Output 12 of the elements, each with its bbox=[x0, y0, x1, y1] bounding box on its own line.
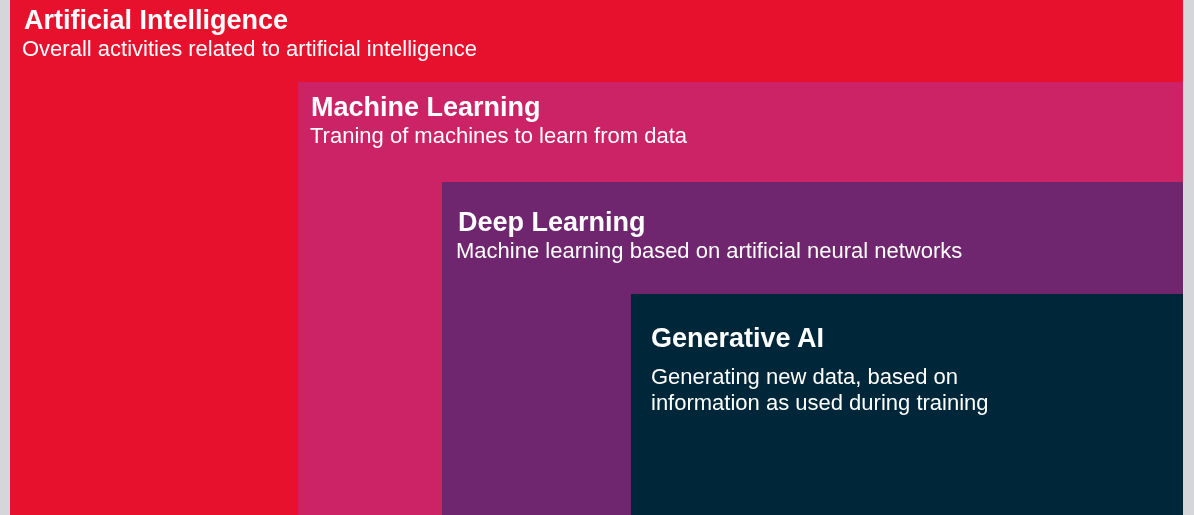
panel-heading: Machine Learning bbox=[311, 92, 541, 122]
panel-heading: Deep Learning bbox=[458, 207, 646, 237]
nested-panel bbox=[298, 82, 1183, 515]
nested-panel bbox=[10, 0, 1183, 515]
panel-description: Machine learning based on artificial neural networks bbox=[456, 238, 964, 264]
panel-heading: Artificial Intelligence bbox=[24, 5, 289, 35]
nested-panel bbox=[631, 294, 1183, 515]
panel-description: Generating new data, based on information as used during training bbox=[651, 364, 990, 416]
panel-heading: Generative AI bbox=[651, 323, 825, 353]
panel-description: Traning of machines to learn from data bbox=[310, 123, 689, 149]
panel-description: Overall activities related to artificial intelligence bbox=[22, 36, 478, 62]
nested-panel bbox=[442, 182, 1183, 515]
